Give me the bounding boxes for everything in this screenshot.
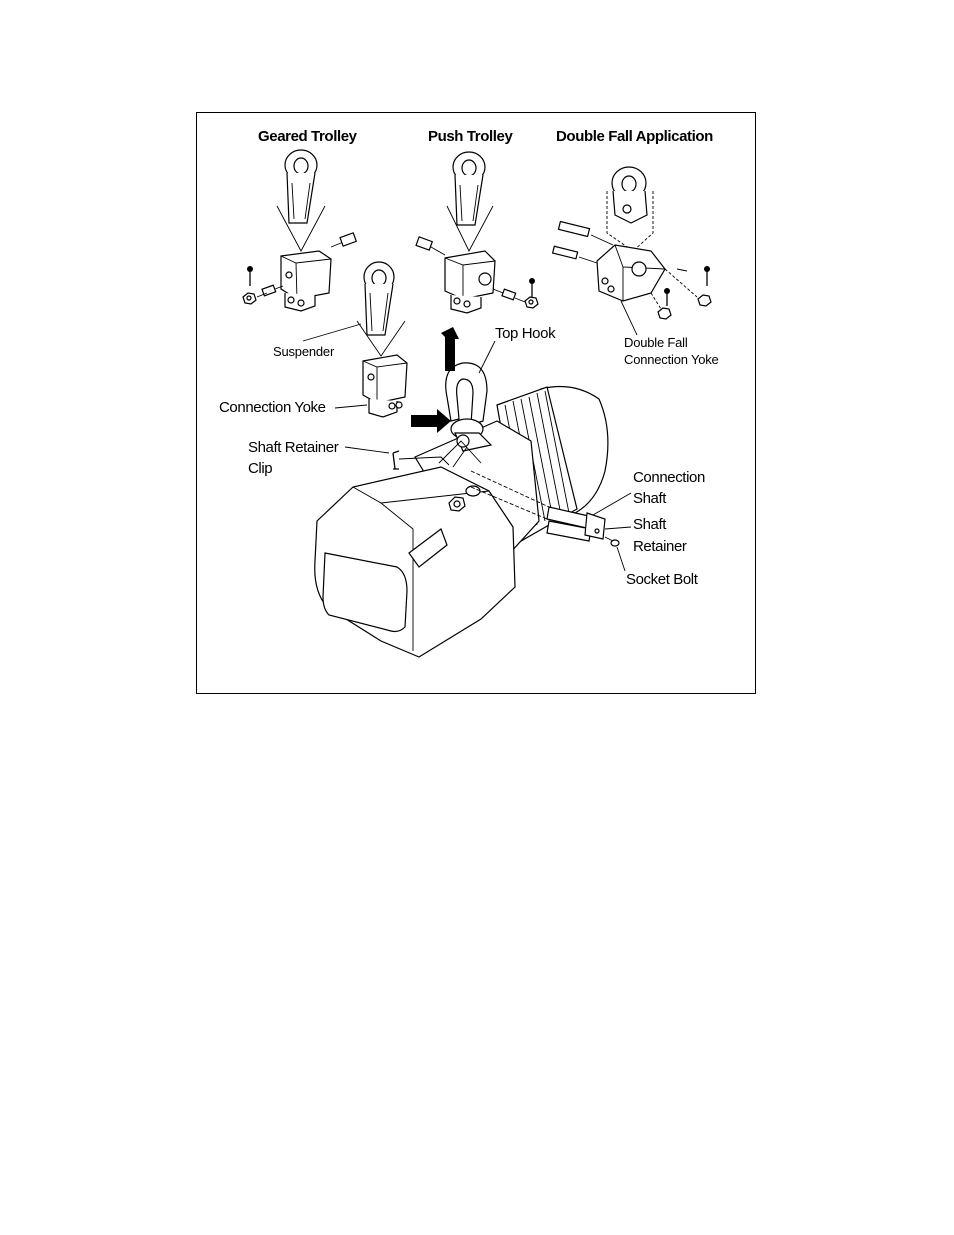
- hoist-suspension-diagram: Geared Trolley Push Trolley Double Fall …: [219, 128, 719, 658]
- top-hook-part: [438, 362, 493, 468]
- label-top-hook: Top Hook: [495, 325, 556, 342]
- double-fall-nut-right: [697, 294, 712, 307]
- double-fall-bolt-lower: [551, 245, 598, 264]
- shaft-retainer-clip-part: [392, 450, 450, 470]
- double-fall-pin-center: [664, 288, 670, 306]
- label-shaft-retainer-line1: Shaft: [633, 516, 667, 533]
- socket-bolt-part: [604, 536, 620, 547]
- double-fall-leader-line: [620, 300, 638, 336]
- lift-arrow-icon: [441, 327, 459, 371]
- suspender-guide-lines: [356, 320, 406, 357]
- push-trolley-assembly: [415, 151, 539, 314]
- front-cover-window: [322, 552, 408, 633]
- shaft-retainer-part: [584, 512, 606, 540]
- double-fall-assembly: [551, 166, 712, 320]
- push-trolley-yoke: [444, 250, 496, 314]
- double-fall-guide-lines: [606, 191, 654, 252]
- label-shaft-retainer-line2: Retainer: [633, 538, 687, 555]
- hoist-body: [314, 386, 609, 658]
- label-double-fall-line1: Double Fall: [624, 335, 688, 350]
- push-trolley-guide-lines: [446, 205, 494, 252]
- socket-bolt-leader-line: [616, 546, 626, 572]
- heading-double-fall-application: Double Fall Application: [556, 128, 713, 145]
- push-trolley-pin: [529, 278, 535, 297]
- geared-trolley-guide-lines: [276, 205, 326, 252]
- connection-yoke-part: [362, 354, 408, 418]
- label-shaft-retainer-clip-line2: Clip: [248, 460, 272, 477]
- connection-yoke-leader-line: [334, 404, 368, 409]
- insert-arrow-icon: [411, 409, 451, 433]
- label-connection-shaft-line1: Connection: [633, 469, 705, 486]
- heading-geared-trolley: Geared Trolley: [258, 128, 358, 145]
- label-connection-shaft-line2: Shaft: [633, 490, 667, 507]
- front-cover-edges: [352, 486, 490, 651]
- heading-push-trolley: Push Trolley: [428, 128, 513, 145]
- geared-trolley-yoke: [280, 250, 332, 312]
- push-trolley-suspender: [452, 151, 486, 226]
- top-hook-leader-line: [478, 340, 496, 374]
- suspender-leader-line: [302, 323, 362, 342]
- label-shaft-retainer-clip-line1: Shaft Retainer: [248, 439, 339, 456]
- shaft-retainer-clip-leader-line: [344, 446, 390, 454]
- geared-trolley-suspender: [284, 149, 318, 224]
- double-fall-bolt-upper: [557, 220, 614, 246]
- double-fall-suspender: [611, 166, 648, 224]
- shaft-retainer-leader-line: [604, 526, 632, 530]
- label-suspender: Suspender: [273, 344, 335, 359]
- double-fall-nut-center: [657, 307, 672, 320]
- top-cover-bolt: [448, 485, 481, 512]
- figure-frame: Geared Trolley Push Trolley Double Fall …: [196, 112, 756, 694]
- geared-trolley-assembly: [242, 149, 358, 312]
- push-trolley-bolt: [415, 236, 446, 256]
- geared-trolley-bolt: [330, 232, 358, 248]
- geared-trolley-pin: [247, 266, 253, 286]
- push-trolley-nut: [492, 288, 539, 309]
- connection-shaft-leader-line: [592, 492, 632, 516]
- double-fall-pin-right: [704, 266, 710, 286]
- label-connection-yoke: Connection Yoke: [219, 399, 326, 416]
- label-double-fall-line2: Connection Yoke: [624, 352, 719, 367]
- cover-handle-slot: [408, 528, 448, 568]
- double-fall-connection-yoke-part: [596, 244, 666, 302]
- suspender-part: [363, 261, 395, 336]
- label-socket-bolt: Socket Bolt: [626, 571, 699, 588]
- geared-trolley-nut: [242, 284, 284, 305]
